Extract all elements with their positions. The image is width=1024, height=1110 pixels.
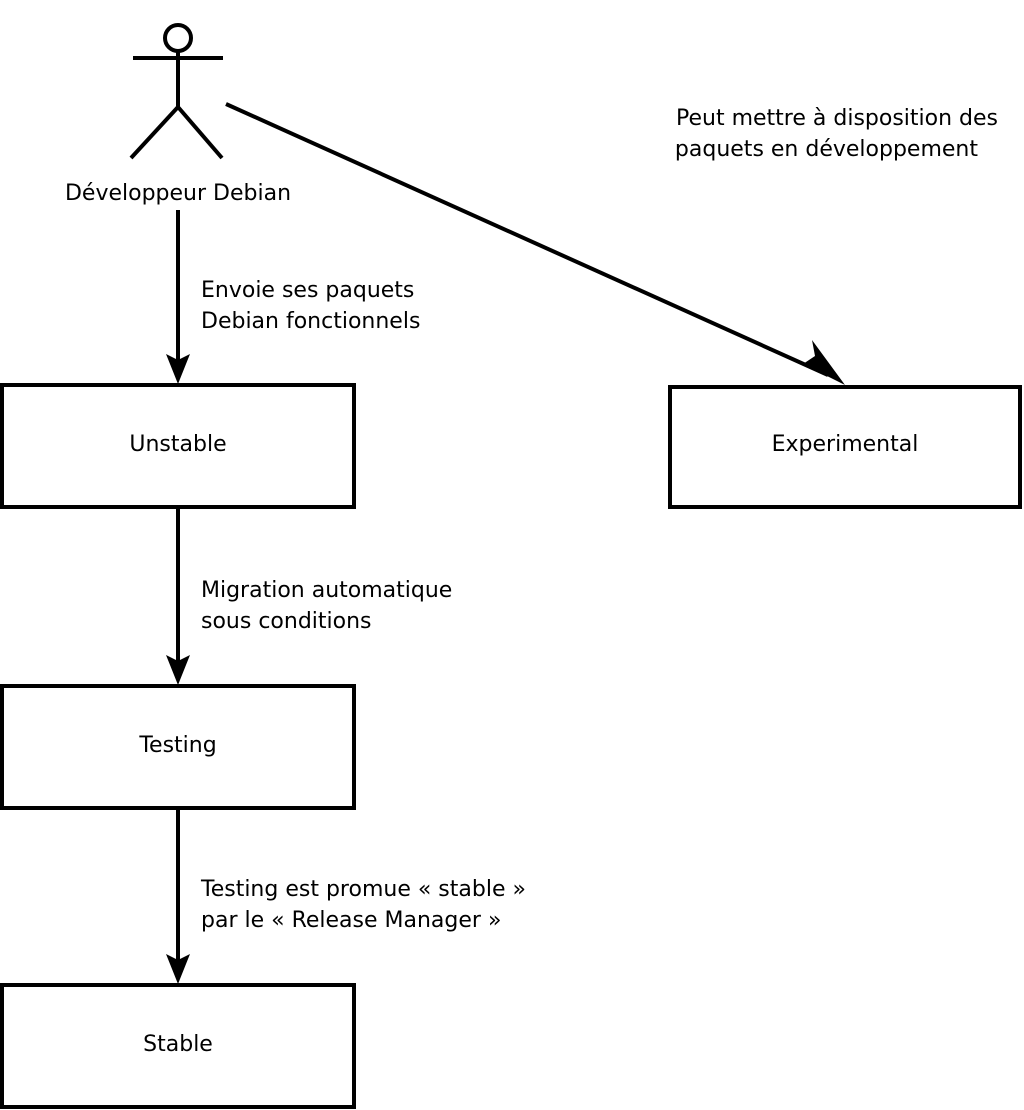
actor-developpeur-debian[interactable]: Développeur Debian <box>65 23 291 206</box>
actor-head-icon <box>163 23 193 53</box>
edge-dev-to-experimental-arrowhead-icon <box>803 340 845 385</box>
node-testing-box <box>0 684 356 810</box>
edge-dev-to-unstable: Envoie ses paquets Debian fonctionnels <box>166 210 420 384</box>
edge-unstable-to-testing-label-line1: Migration automatique <box>201 578 452 603</box>
edge-dev-to-unstable-arrowhead-icon <box>166 354 190 384</box>
edge-testing-to-stable-label-line1: Testing est promue « stable » <box>200 877 526 902</box>
edge-dev-to-unstable-label-line2: Debian fonctionnels <box>201 309 420 334</box>
node-stable[interactable]: Stable <box>0 983 356 1109</box>
edge-dev-to-experimental-label-line2: paquets en développement <box>675 137 978 162</box>
edge-testing-to-stable: Testing est promue « stable » par le « R… <box>166 810 526 984</box>
edge-testing-to-stable-arrowhead-icon <box>166 954 190 984</box>
node-unstable[interactable]: Unstable <box>0 383 356 509</box>
node-stable-label: Stable <box>143 1032 213 1057</box>
edge-unstable-to-testing-arrowhead-icon <box>166 655 190 685</box>
edge-unstable-to-testing-label-line2: sous conditions <box>201 609 372 634</box>
actor-right-leg-icon <box>176 105 224 160</box>
node-testing-label: Testing <box>138 733 216 758</box>
node-experimental-box <box>668 385 1022 509</box>
actor-label: Développeur Debian <box>65 181 291 206</box>
node-unstable-label: Unstable <box>129 432 226 457</box>
actor-left-leg-icon <box>129 105 180 160</box>
node-testing[interactable]: Testing <box>0 684 356 810</box>
node-experimental-label: Experimental <box>772 432 919 457</box>
node-unstable-box <box>0 383 356 509</box>
node-experimental[interactable]: Experimental <box>668 385 1022 509</box>
edge-dev-to-experimental-line <box>225 102 829 377</box>
edge-dev-to-unstable-label-line1: Envoie ses paquets <box>201 278 414 303</box>
edge-dev-to-experimental: Peut mettre à disposition des paquets en… <box>225 102 998 385</box>
edge-testing-to-stable-label-line2: par le « Release Manager » <box>201 908 501 933</box>
node-stable-box <box>0 983 356 1109</box>
edge-dev-to-experimental-label-line1: Peut mettre à disposition des <box>676 106 998 131</box>
edge-unstable-to-testing: Migration automatique sous conditions <box>166 509 452 685</box>
